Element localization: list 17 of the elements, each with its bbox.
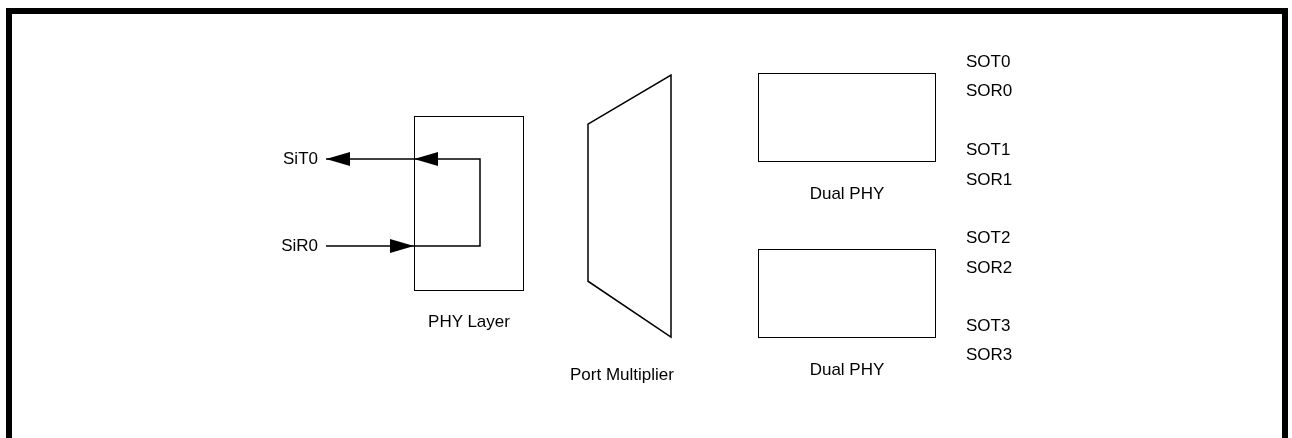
arrow — [325, 239, 415, 253]
signal-name: SOT1 — [966, 140, 1011, 160]
signal-name: SiT0 — [240, 149, 318, 169]
signal-name: SOR0 — [966, 81, 1013, 101]
signal-name: SOT2 — [966, 228, 1011, 248]
signal-name: SiR0 — [240, 236, 318, 256]
block-label: Port Multiplier — [569, 365, 675, 385]
block-label: Dual PHY — [808, 360, 886, 380]
arrow — [325, 152, 415, 166]
signal-name: SOT3 — [966, 316, 1011, 336]
signal-name: SOR2 — [966, 258, 1013, 278]
signal-name: SOR3 — [966, 345, 1013, 365]
signal-name: SOR1 — [966, 170, 1013, 190]
block-label: PHY Layer — [427, 312, 511, 332]
block-label: Dual PHY — [808, 184, 886, 204]
signal-name: SOT0 — [966, 52, 1011, 72]
arrow — [413, 152, 481, 247]
